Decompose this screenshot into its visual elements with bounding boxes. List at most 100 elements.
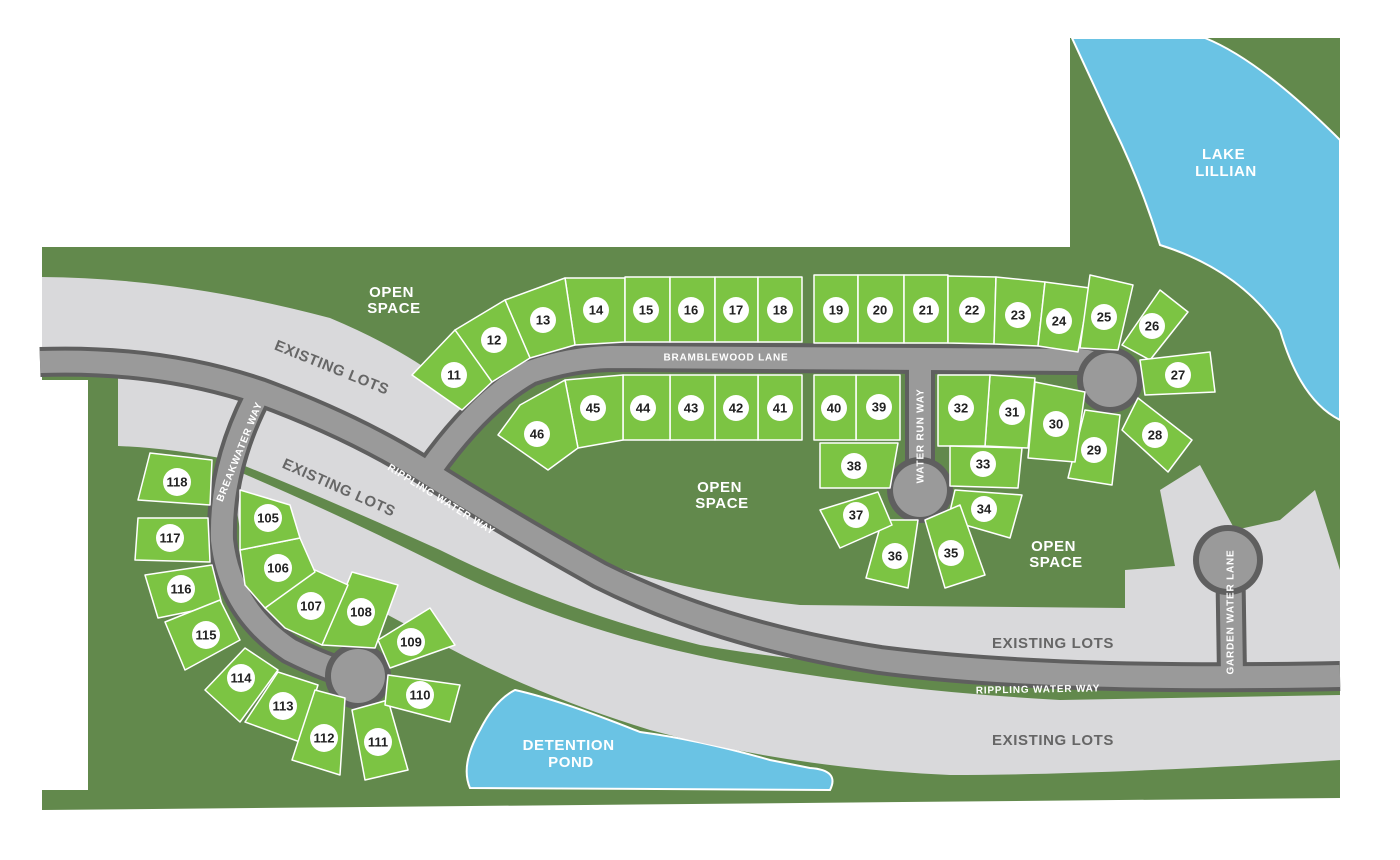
lot-number: 22 [965,303,979,318]
lot-106[interactable]: 106 [264,554,292,582]
lot-number: 17 [729,303,743,318]
lot-14[interactable]: 14 [583,297,609,323]
lot-badge [227,664,255,692]
lot-114[interactable]: 114 [227,664,255,692]
lot-number: 21 [919,303,933,318]
lot-16[interactable]: 16 [678,297,704,323]
lot-111[interactable]: 111 [364,728,392,756]
lot-11[interactable]: 11 [441,362,467,388]
lot-37[interactable]: 37 [843,502,869,528]
lot-45[interactable]: 45 [580,395,606,421]
lot-number: 107 [300,599,322,614]
lot-42[interactable]: 42 [723,395,749,421]
lot-12[interactable]: 12 [481,327,507,353]
lot-21[interactable]: 21 [913,297,939,323]
lot-badge [583,297,609,323]
lot-117[interactable]: 117 [156,524,184,552]
lot-28[interactable]: 28 [1142,422,1168,448]
lot-43[interactable]: 43 [678,395,704,421]
detention-pond [465,688,834,792]
lot-18[interactable]: 18 [767,297,793,323]
lot-badge [723,297,749,323]
lot-number: 38 [847,459,861,474]
lot-26[interactable]: 26 [1139,313,1165,339]
lot-46[interactable]: 46 [524,421,550,447]
lot-32[interactable]: 32 [948,395,974,421]
lot-badge [397,628,425,656]
lot-30[interactable]: 30 [1043,411,1069,437]
lot-badge [678,297,704,323]
lot-badge [882,543,908,569]
lot-badge [970,451,996,477]
lot-108[interactable]: 108 [347,598,375,626]
lot-number: 19 [829,303,843,318]
lot-badge [823,297,849,323]
lot-number: 115 [196,628,217,643]
lot-22[interactable]: 22 [959,297,985,323]
lot-105[interactable]: 105 [254,504,282,532]
lot-25[interactable]: 25 [1091,304,1117,330]
lot-40[interactable]: 40 [821,395,847,421]
lot-13[interactable]: 13 [530,307,556,333]
lot-number: 33 [976,457,990,472]
lot-29[interactable]: 29 [1081,437,1107,463]
lot-110[interactable]: 110 [406,681,434,709]
lot-number: 24 [1052,314,1067,329]
lot-number: 11 [447,368,461,383]
lot-number: 106 [267,561,289,576]
lot-15[interactable]: 15 [633,297,659,323]
lot-number: 118 [167,475,188,490]
lot-badge [254,504,282,532]
lot-badge [678,395,704,421]
lot-36[interactable]: 36 [882,543,908,569]
lot-115[interactable]: 115 [192,621,220,649]
lot-badge [406,681,434,709]
lot-118[interactable]: 118 [163,468,191,496]
cul-de-sac-garden-water [1193,525,1263,595]
lot-badge [938,540,964,566]
lot-number: 36 [888,549,902,564]
lot-109[interactable]: 109 [397,628,425,656]
lot-19[interactable]: 19 [823,297,849,323]
lot-107[interactable]: 107 [297,592,325,620]
lot-41[interactable]: 41 [767,395,793,421]
lot-badge [481,327,507,353]
lot-38[interactable]: 38 [841,453,867,479]
lot-badge [821,395,847,421]
lot-number: 31 [1005,405,1019,420]
lot-44[interactable]: 44 [630,395,656,421]
lot-number: 32 [954,401,968,416]
lot-badge [971,496,997,522]
lot-116[interactable]: 116 [167,575,195,603]
lot-number: 108 [350,605,372,620]
existing-lots-band-1 [42,277,478,470]
lot-20[interactable]: 20 [867,297,893,323]
lot-112[interactable]: 112 [310,724,338,752]
lot-badge [1043,411,1069,437]
lot-17[interactable]: 17 [723,297,749,323]
lot-badge [841,453,867,479]
lot-number: 114 [231,671,253,686]
lot-39[interactable]: 39 [866,394,892,420]
lot-24[interactable]: 24 [1046,308,1072,334]
lot-badge [959,297,985,323]
lot-number: 35 [944,546,958,561]
lot-badge [767,395,793,421]
lot-23[interactable]: 23 [1005,302,1031,328]
lake-lillian-label: LAKE LILLIAN [1195,146,1257,180]
road-breakwater-way-fill [210,395,361,687]
lot-number: 30 [1049,417,1063,432]
lot-badge [843,502,869,528]
lot-27[interactable]: 27 [1165,362,1191,388]
lot-number: 40 [827,401,841,416]
lot-number: 46 [530,427,544,442]
lot-number: 20 [873,303,887,318]
lot-31[interactable]: 31 [999,399,1025,425]
lot-badge [767,297,793,323]
lot-35[interactable]: 35 [938,540,964,566]
existing-lots-label-4: EXISTING LOTS [992,732,1114,749]
lot-34[interactable]: 34 [971,496,997,522]
lot-113[interactable]: 113 [269,692,297,720]
lot-number: 27 [1171,368,1185,383]
lot-33[interactable]: 33 [970,451,996,477]
